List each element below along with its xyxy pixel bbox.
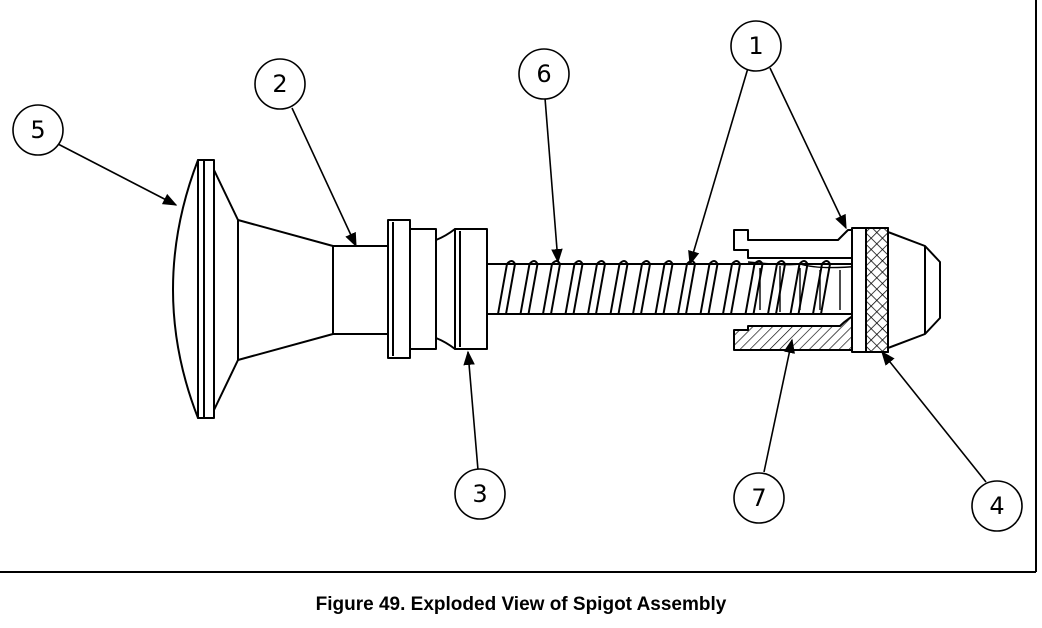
callout-circle-4: [971, 480, 1023, 532]
leader-4: [881, 350, 987, 483]
spring-coil: [609, 260, 629, 315]
handle-knob-part-5: [172, 159, 334, 419]
callout-label-1: 1: [748, 32, 763, 60]
spring-coil: [789, 260, 809, 315]
spring-coil: [632, 260, 651, 315]
figure-caption: Figure 49. Exploded View of Spigot Assem…: [315, 594, 727, 615]
callout-label-6: 6: [536, 60, 551, 88]
stem-part-2: [332, 245, 389, 335]
leader-1a: [688, 67, 749, 266]
leader-1b: [769, 67, 847, 230]
callout-label-2: 2: [272, 70, 287, 98]
valve-body-part-3: [387, 219, 488, 359]
callout-label-7: 7: [751, 484, 766, 512]
spring-coil: [812, 260, 831, 315]
spring-coil: [519, 260, 539, 315]
callout-circle-5: [12, 104, 64, 156]
callout-label-5: 5: [30, 116, 45, 144]
spring-coil: [699, 260, 719, 315]
leader-5: [57, 143, 178, 206]
callout-circle-1: [730, 20, 782, 72]
callout-circle-2: [254, 58, 306, 110]
cap-part-4: [851, 227, 941, 353]
spring-coil: [744, 260, 764, 315]
callout-label-4: 4: [989, 492, 1004, 520]
leader-2: [291, 107, 357, 248]
shaft-part-1: [486, 263, 860, 315]
spring-coil: [542, 260, 561, 315]
spring-coil: [722, 260, 741, 315]
spring-coil: [497, 260, 516, 315]
housing-part-7: [733, 229, 861, 351]
callout-circle-3: [454, 468, 506, 520]
callout-circle-6: [518, 48, 570, 100]
spring-coil: [767, 260, 786, 315]
leader-3: [463, 350, 479, 471]
spring-coil: [564, 260, 584, 315]
spring-coil: [677, 260, 696, 315]
leader-7: [763, 338, 795, 473]
callout-label-3: 3: [472, 480, 487, 508]
callout-circle-7: [733, 472, 785, 524]
spring-coil: [654, 260, 674, 315]
leader-6: [544, 97, 563, 264]
spring-coil: [587, 260, 606, 315]
